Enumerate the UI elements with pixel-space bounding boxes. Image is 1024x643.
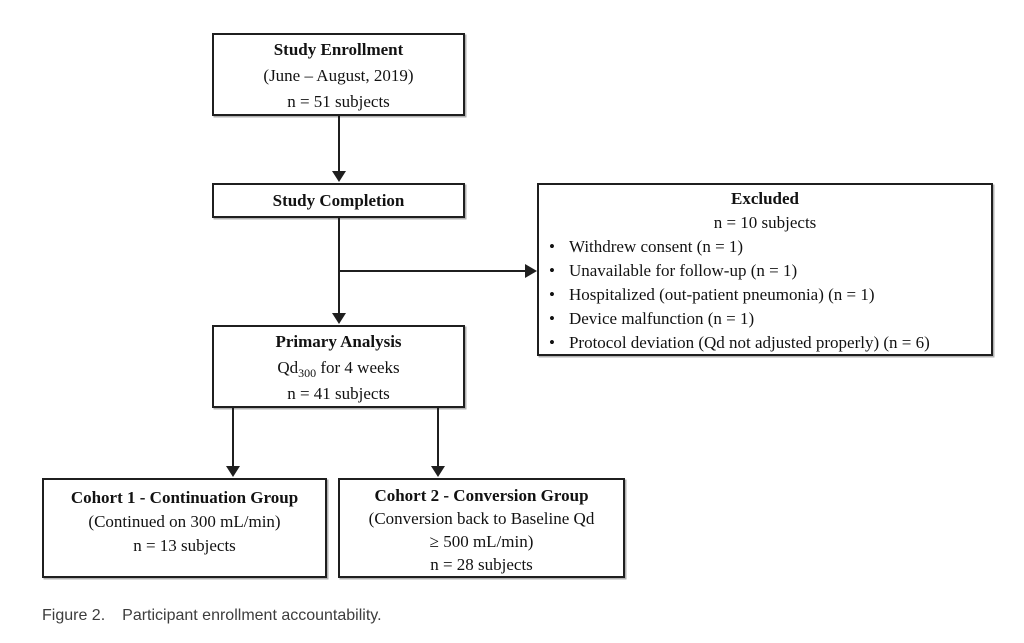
- excluded-reason-text: Device malfunction (n = 1): [568, 309, 755, 328]
- bullet-icon: •: [549, 309, 555, 328]
- primary-analysis-title: Primary Analysis: [275, 332, 402, 351]
- excluded-reason-text: Unavailable for follow-up (n = 1): [568, 261, 798, 280]
- box-primary-analysis: Primary Analysis Qd300 for 4 weeks n = 4…: [212, 325, 465, 408]
- cohort1-count: n = 13 subjects: [133, 536, 236, 555]
- cohort1-title: Cohort 1 - Continuation Group: [70, 488, 299, 507]
- excluded-reason: • Withdrew consent (n = 1): [549, 235, 985, 259]
- box-cohort2-conversion: Cohort 2 - Conversion Group (Conversion …: [338, 478, 625, 578]
- bullet-icon: •: [549, 261, 555, 280]
- box-study-completion: Study Completion: [212, 183, 465, 218]
- excluded-reason-list: • Withdrew consent (n = 1) • Unavailable…: [539, 235, 991, 355]
- cohort2-title: Cohort 2 - Conversion Group: [374, 486, 589, 505]
- primary-analysis-count: n = 41 subjects: [287, 384, 390, 403]
- excluded-title: Excluded: [730, 189, 800, 208]
- study-completion-title: Study Completion: [272, 190, 405, 210]
- arrowhead-down-icon: [332, 171, 346, 182]
- box-excluded: Excluded n = 10 subjects • Withdrew cons…: [537, 183, 993, 356]
- connector-branch-to-excluded: [339, 270, 526, 272]
- qd-prefix: Qd: [277, 358, 299, 377]
- connector-primary-to-cohort2: [437, 408, 439, 467]
- bullet-icon: •: [549, 285, 555, 304]
- figure-caption: Figure 2. Participant enrollment account…: [42, 607, 382, 625]
- bullet-icon: •: [549, 333, 555, 352]
- arrowhead-right-icon: [525, 264, 537, 278]
- excluded-reason: • Unavailable for follow-up (n = 1): [549, 259, 985, 283]
- excluded-reason-text: Hospitalized (out-patient pneumonia) (n …: [568, 285, 875, 304]
- primary-analysis-dose-line: Qd300 for 4 weeks: [214, 355, 463, 381]
- figure-caption-label: Figure 2.: [42, 607, 106, 624]
- cohort1-detail: (Continued on 300 mL/min): [88, 512, 281, 531]
- excluded-reason: • Device malfunction (n = 1): [549, 307, 985, 331]
- excluded-reason: • Hospitalized (out-patient pneumonia) (…: [549, 283, 985, 307]
- connector-primary-to-cohort1: [232, 408, 234, 467]
- box-cohort1-continuation: Cohort 1 - Continuation Group (Continued…: [42, 478, 327, 578]
- arrowhead-down-icon: [226, 466, 240, 477]
- cohort2-count: n = 28 subjects: [430, 555, 533, 574]
- cohort2-detail-line1: (Conversion back to Baseline Qd: [368, 509, 595, 528]
- figure-caption-text: Participant enrollment accountability.: [122, 607, 382, 624]
- arrowhead-down-icon: [431, 466, 445, 477]
- box-study-enrollment: Study Enrollment (June – August, 2019) n…: [212, 33, 465, 116]
- study-enrollment-title: Study Enrollment: [273, 40, 404, 59]
- excluded-reason-text: Withdrew consent (n = 1): [568, 237, 744, 256]
- arrowhead-down-icon: [332, 313, 346, 324]
- excluded-reason-text: Protocol deviation (Qd not adjusted prop…: [568, 333, 930, 352]
- study-enrollment-dates: (June – August, 2019): [263, 66, 414, 85]
- excluded-reason: • Protocol deviation (Qd not adjusted pr…: [549, 331, 985, 355]
- connector-completion-to-primary: [338, 218, 340, 314]
- qd-suffix: for 4 weeks: [316, 358, 400, 377]
- cohort2-detail-line2: ≥ 500 mL/min): [429, 532, 534, 551]
- excluded-count: n = 10 subjects: [713, 213, 817, 232]
- connector-enrollment-to-completion: [338, 116, 340, 172]
- study-enrollment-count: n = 51 subjects: [287, 92, 390, 111]
- qd-subscript: 300: [298, 366, 317, 380]
- bullet-icon: •: [549, 237, 555, 256]
